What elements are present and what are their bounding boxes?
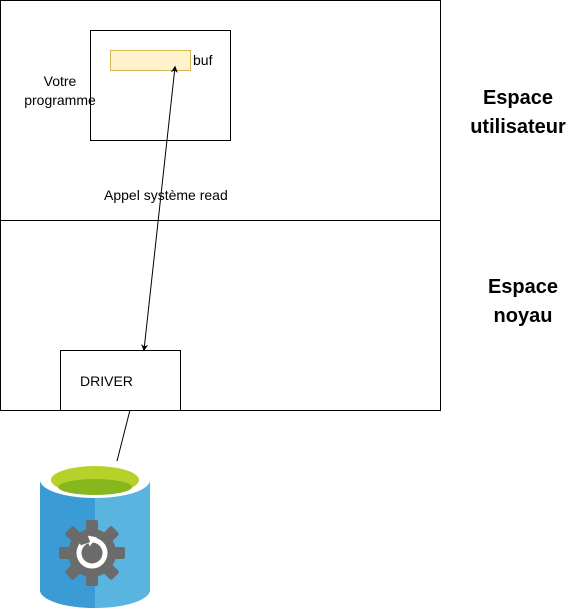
syscall-arrow (141, 65, 178, 352)
driver-box (60, 350, 181, 411)
syscall-label: Appel système read (104, 187, 228, 203)
driver-label: DRIVER (80, 373, 133, 389)
disk-gear-icon (40, 462, 150, 608)
kernel-space-box (0, 220, 441, 411)
driver-disk-connector (116, 409, 131, 462)
program-label: Votre programme (24, 73, 96, 108)
kernel-space-title: Espace noyau (487, 276, 559, 327)
buffer-box (110, 50, 191, 71)
user-space-title: Espace utilisateur (470, 87, 566, 138)
buffer-label: buf (193, 52, 213, 68)
program-box (90, 30, 231, 141)
